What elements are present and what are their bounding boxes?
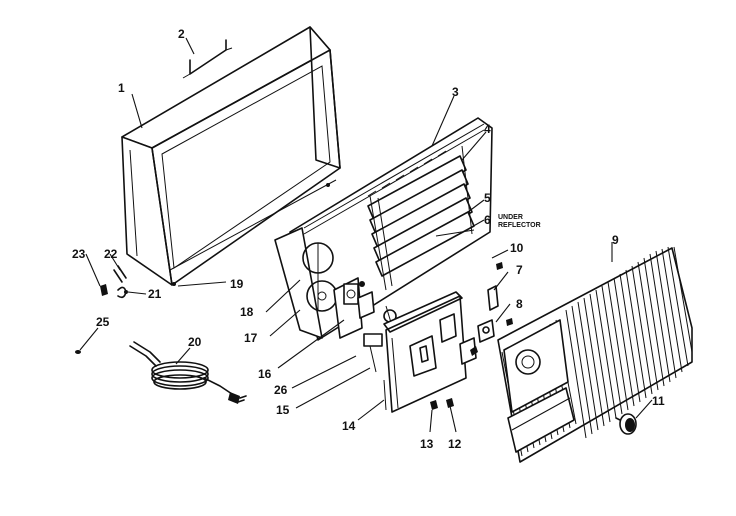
leader-lines bbox=[79, 37, 653, 433]
reflector-panel bbox=[274, 117, 493, 341]
grille-bars bbox=[565, 246, 693, 439]
callout-23: 23 bbox=[72, 247, 86, 261]
callout-11: 11 bbox=[652, 394, 665, 408]
callout-7: 7 bbox=[516, 263, 523, 277]
switch-bracket bbox=[363, 291, 467, 413]
reflector-slots bbox=[367, 150, 447, 197]
callout-21: 21 bbox=[148, 287, 162, 301]
callout-22: 22 bbox=[104, 247, 118, 261]
callout-3: 3 bbox=[452, 85, 459, 99]
callout-20: 20 bbox=[188, 335, 202, 349]
callout-16: 16 bbox=[258, 367, 272, 381]
callout-6: 6 bbox=[484, 213, 491, 227]
callout-18: 18 bbox=[240, 305, 254, 319]
callout-10: 10 bbox=[510, 241, 524, 255]
callout-1: 1 bbox=[118, 81, 125, 95]
callout-5: 5 bbox=[484, 191, 491, 205]
heating-element-louvers bbox=[367, 145, 475, 291]
housing-box bbox=[121, 26, 341, 286]
small-controls bbox=[459, 262, 513, 365]
callout-25: 25 bbox=[96, 315, 110, 329]
callout-14: 14 bbox=[342, 419, 356, 433]
callout-26: 26 bbox=[274, 383, 288, 397]
callout-19: 19 bbox=[230, 277, 244, 291]
callout-15: 15 bbox=[276, 403, 290, 417]
callout-8: 8 bbox=[516, 297, 523, 311]
bracket bbox=[182, 39, 233, 79]
callout-12: 12 bbox=[448, 437, 462, 451]
callout-9: 9 bbox=[612, 233, 619, 247]
control-knob bbox=[615, 413, 637, 435]
callout-2: 2 bbox=[178, 27, 185, 41]
callout-4: 4 bbox=[484, 122, 491, 136]
fasteners bbox=[75, 265, 454, 410]
thermostat bbox=[333, 277, 375, 339]
front-grille bbox=[497, 246, 693, 463]
callout-17: 17 bbox=[244, 331, 258, 345]
note-reflector: REFLECTOR bbox=[498, 222, 541, 229]
power-cord bbox=[129, 341, 247, 404]
callout-labels: 1 2 3 4 5 6 7 8 9 10 11 12 13 14 15 16 1… bbox=[72, 27, 665, 451]
callout-13: 13 bbox=[420, 437, 434, 451]
note-under: UNDER bbox=[498, 214, 523, 221]
